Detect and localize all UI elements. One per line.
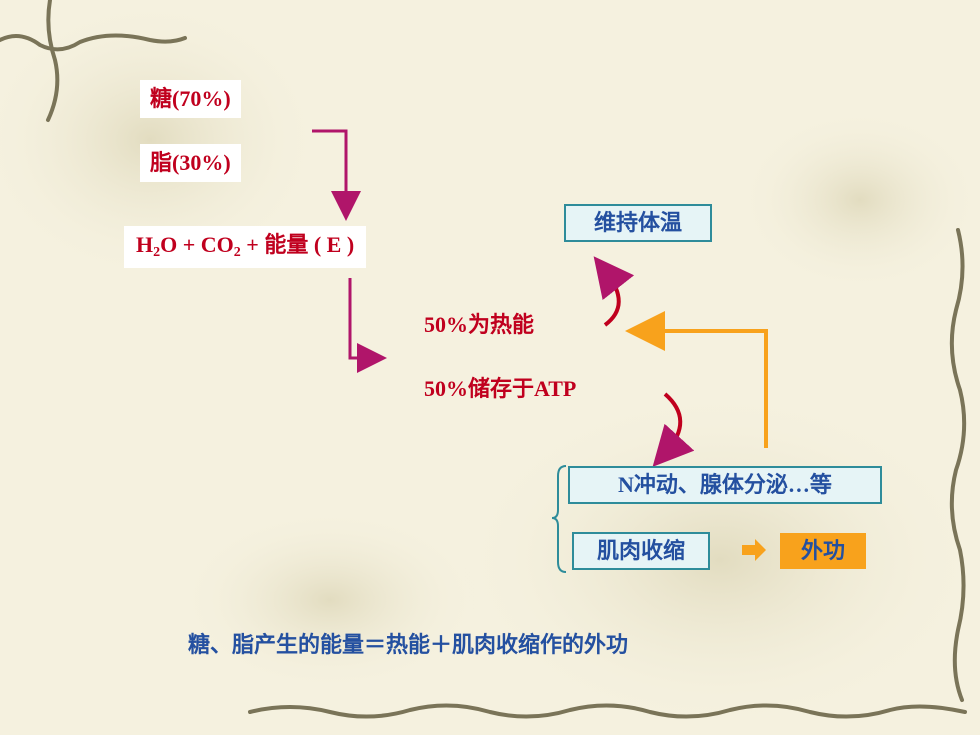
curved-arrow-heat-to-temp [593, 256, 635, 327]
formula-sub-2a: 2 [153, 245, 161, 260]
formula-energy: + 能量 ( E ) [240, 232, 355, 257]
atp-label: 50%储存于ATP [424, 376, 577, 401]
muscle-box: 肌肉收缩 [572, 532, 710, 570]
products-formula: H2O + CO2 + 能量 ( E ) [124, 226, 367, 268]
curved-arrow-atp-to-uses [652, 392, 695, 467]
formula-o-co: O + CO [160, 232, 234, 257]
external-work-box: 外功 [780, 533, 866, 569]
formula-h: H [136, 232, 154, 257]
arrow-to-split [348, 278, 387, 373]
vine-right [949, 228, 967, 702]
sugar-label: 糖(70%) [140, 80, 241, 118]
heat-label: 50%为热能 [424, 312, 535, 337]
vine-bottom [248, 703, 967, 719]
arrow-muscle-to-work [742, 539, 766, 561]
body-temp-box: 维持体温 [564, 204, 712, 242]
fat-label: 脂(30%) [140, 144, 241, 182]
summary-equation: 糖、脂产生的能量＝热能＋肌肉收缩作的外功 [188, 632, 629, 657]
formula-sub-2b: 2 [233, 245, 241, 260]
arrow-return-to-heat [625, 311, 768, 448]
vine-top-left [0, 33, 187, 52]
arrow-to-products [312, 129, 361, 221]
nerve-gland-box: N冲动、腺体分泌…等 [568, 466, 882, 504]
uses-bracket [551, 465, 567, 573]
